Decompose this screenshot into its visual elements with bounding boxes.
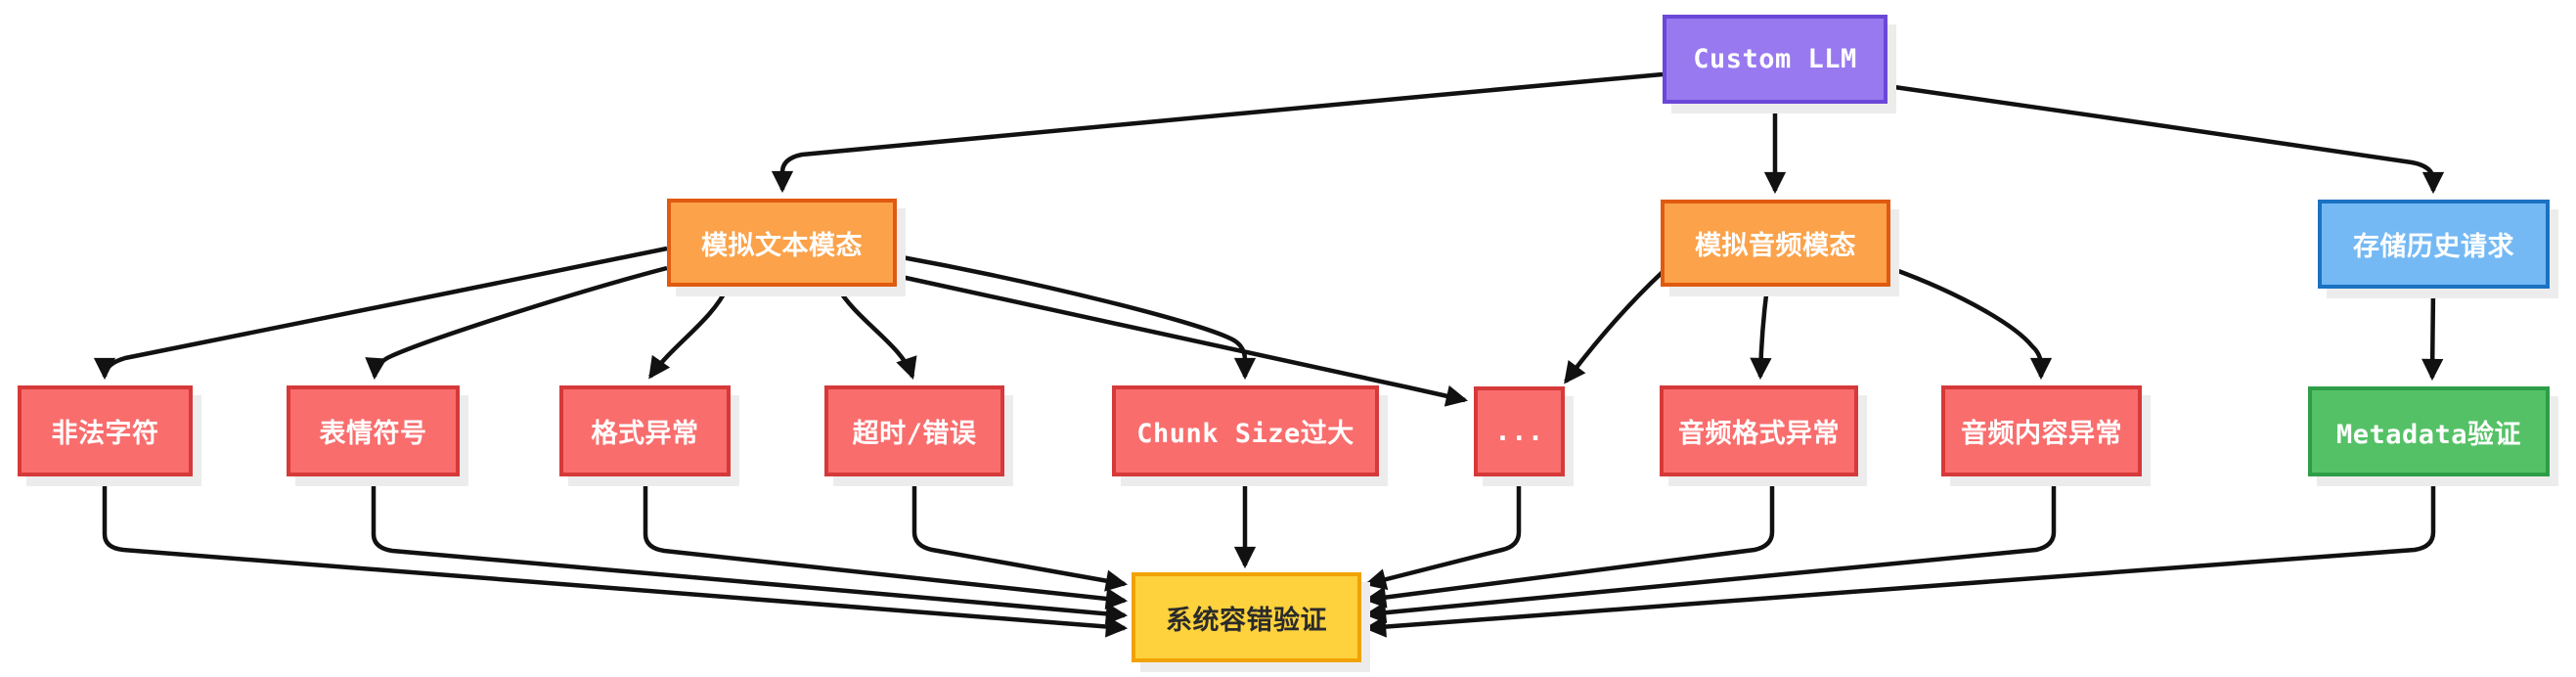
node-emoji: 表情符号 — [287, 385, 460, 476]
edge-audio-format-to-fault-check — [1367, 476, 1775, 600]
edge-format-error-to-fault-check — [643, 476, 1125, 601]
node-audio-content: 音频内容异常 — [1941, 385, 2142, 476]
node-fault-check: 系统容错验证 — [1132, 572, 1361, 662]
node-store-history: 存储历史请求 — [2318, 200, 2550, 289]
node-text-sim: 模拟文本模态 — [667, 199, 897, 287]
edge-audio-sim-to-audio-format — [1760, 286, 1767, 377]
node-metadata: Metadata验证 — [2308, 386, 2550, 476]
node-audio-sim: 模拟音频模态 — [1661, 200, 1890, 287]
node-label-audio-format: 音频格式异常 — [1678, 419, 1840, 449]
node-label-timeout-error: 超时/错误 — [852, 419, 977, 449]
node-label-format-error: 格式异常 — [591, 419, 699, 449]
node-label-store-history: 存储历史请求 — [2353, 232, 2514, 262]
edge-timeout-error-to-fault-check — [911, 476, 1125, 584]
node-label-illegal-chars: 非法字符 — [51, 419, 159, 449]
edges-group — [102, 71, 2436, 628]
edge-store-history-to-metadata — [2432, 289, 2433, 378]
node-label-audio-content: 音频内容异常 — [1961, 419, 2122, 449]
node-format-error: 格式异常 — [559, 385, 731, 476]
node-label-emoji: 表情符号 — [319, 419, 427, 449]
node-audio-format: 音频格式异常 — [1660, 385, 1858, 476]
edge-text-sim-to-emoji — [375, 265, 668, 377]
edge-audio-sim-to-audio-content — [1889, 265, 2041, 377]
edge-text-sim-to-timeout-error — [835, 285, 912, 377]
node-label-custom-llm: Custom LLM — [1693, 44, 1857, 74]
edge-text-sim-to-chunk-size — [896, 253, 1245, 377]
edge-metadata-to-fault-check — [1367, 476, 2436, 628]
edge-custom-llm-to-store-history — [1887, 83, 2433, 191]
edge-text-sim-to-illegal-chars — [105, 246, 668, 377]
edge-dots-to-fault-check — [1367, 476, 1522, 584]
node-timeout-error: 超时/错误 — [824, 385, 1004, 476]
edge-text-sim-to-format-error — [648, 286, 731, 377]
edge-audio-sim-to-dots — [1566, 270, 1665, 382]
edge-audio-content-to-fault-check — [1367, 476, 2057, 614]
edge-emoji-to-fault-check — [371, 476, 1125, 615]
node-label-metadata: Metadata验证 — [2335, 419, 2522, 450]
edge-text-sim-to-dots — [896, 273, 1465, 400]
node-illegal-chars: 非法字符 — [18, 385, 193, 476]
edge-illegal-chars-to-fault-check — [102, 476, 1125, 628]
node-dots: ... — [1474, 386, 1565, 476]
node-label-chunk-size: Chunk Size过大 — [1136, 419, 1355, 449]
node-label-fault-check: 系统容错验证 — [1166, 605, 1327, 636]
node-custom-llm: Custom LLM — [1663, 15, 1888, 104]
edge-custom-llm-to-text-sim — [782, 71, 1664, 190]
node-label-text-sim: 模拟文本模态 — [701, 230, 863, 261]
node-label-audio-sim: 模拟音频模态 — [1695, 231, 1856, 261]
node-label-dots: ... — [1494, 416, 1544, 447]
node-chunk-size: Chunk Size过大 — [1112, 385, 1379, 476]
